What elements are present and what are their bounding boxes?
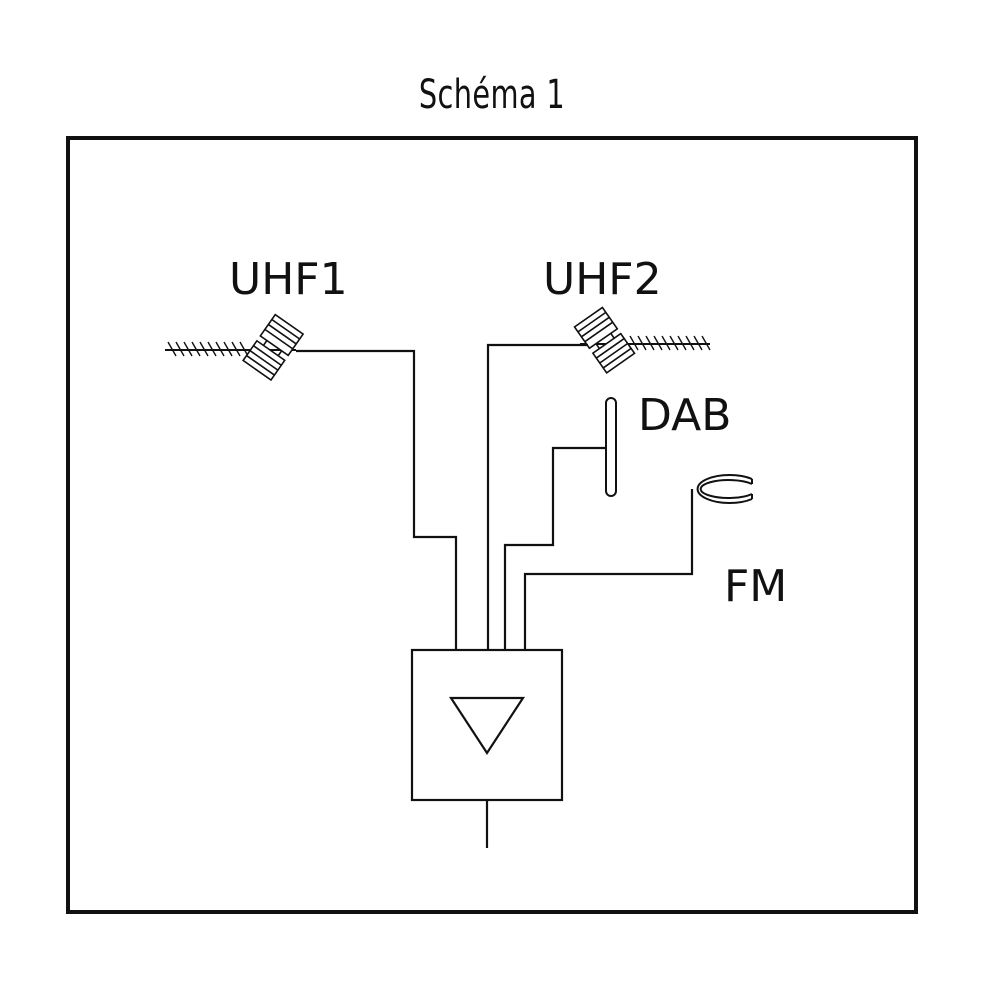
dab-antenna-icon (605, 397, 617, 497)
label-uhf2: UHF2 (543, 254, 662, 305)
amplifier-icon (410, 648, 564, 802)
label-fm: FM (724, 561, 787, 612)
label-uhf1: UHF1 (229, 254, 348, 305)
dab-cable (503, 446, 606, 650)
label-dab: DAB (638, 390, 731, 441)
fm-cable (523, 489, 694, 650)
fm-antenna-icon (696, 474, 753, 504)
diagram-frame (66, 136, 918, 914)
uhf1-antenna-icon (165, 313, 305, 382)
uhf2-antenna-icon (573, 306, 711, 374)
uhf1-cable (296, 349, 458, 650)
diagram-title: Schéma 1 (418, 72, 566, 118)
uhf2-cable (486, 343, 588, 650)
